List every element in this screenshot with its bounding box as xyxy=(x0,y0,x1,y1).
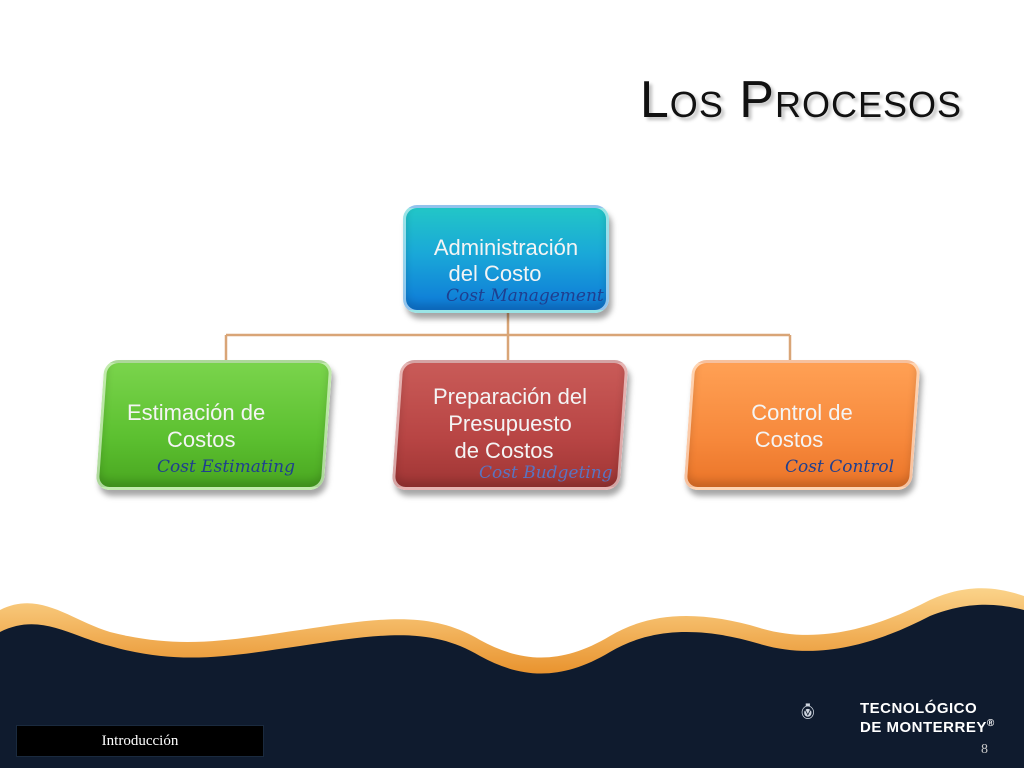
node-english-label: Cost Management xyxy=(446,286,604,306)
crest-icon xyxy=(801,703,814,719)
node-label-line2: Costos xyxy=(754,427,824,452)
node-english-label: Cost Budgeting xyxy=(479,463,613,483)
footer-section-label: Introducción xyxy=(16,725,264,757)
node-cost-estimating: Estimación de Costos Cost Estimating xyxy=(95,360,333,490)
footer-section-text: Introducción xyxy=(101,733,179,749)
logo-line2: DE MONTERREY® xyxy=(860,718,995,736)
node-cost-management: Administración del Costo Cost Management xyxy=(403,205,609,313)
node-cost-budgeting: Preparación del Presupuesto de Costos Co… xyxy=(391,360,629,490)
node-label-line1: Estimación de xyxy=(127,400,266,425)
node-label-line2: Presupuesto xyxy=(448,411,572,436)
node-label-line1: Control de xyxy=(751,400,853,425)
node-cost-control: Control de Costos Cost Control xyxy=(683,360,921,490)
node-english-label: Cost Control xyxy=(785,457,895,477)
slide-title: Los Procesos xyxy=(639,71,962,129)
node-label-line1: Administración xyxy=(433,235,579,260)
page-number: 8 xyxy=(981,742,988,757)
logo-line1: TECNOLÓGICO xyxy=(860,700,978,717)
node-label-line2: del Costo xyxy=(448,261,542,286)
node-label-line3: de Costos xyxy=(454,438,554,463)
node-english-label: Cost Estimating xyxy=(157,457,295,477)
node-label-line1: Preparación del xyxy=(432,384,588,409)
node-label-line2: Costos xyxy=(167,427,236,452)
